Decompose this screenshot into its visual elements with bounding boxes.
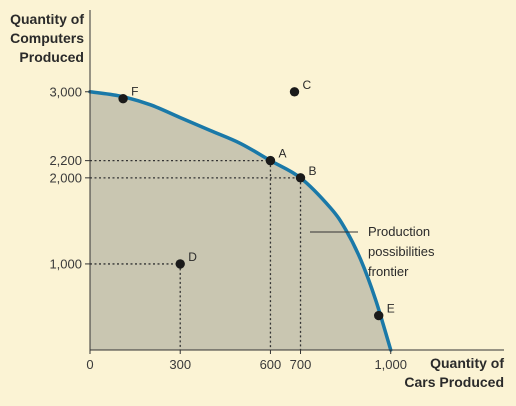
point-b — [295, 173, 306, 183]
y-tick-label-1000: 1,000 — [49, 256, 82, 271]
point-label-d: D — [188, 250, 197, 264]
x-axis-label-line-2: Cars Produced — [404, 374, 504, 390]
y-axis-label-line-3: Produced — [19, 49, 84, 65]
point-f — [118, 93, 128, 104]
feasible-region — [90, 91, 391, 350]
point-label-a: A — [278, 147, 286, 161]
point-d — [175, 259, 185, 269]
point-a — [265, 155, 276, 166]
point-label-c: C — [303, 78, 312, 92]
point-e — [374, 310, 384, 321]
frontier-annotation-line-2: possibilities — [368, 244, 435, 259]
y-tick-label-3000: 3,000 — [49, 84, 82, 99]
y-axis-label-line-1: Quantity of — [10, 11, 84, 27]
x-axis-label-line-1: Quantity of — [430, 355, 504, 371]
point-c — [289, 87, 300, 97]
y-axis-label-line-2: Computers — [10, 30, 84, 46]
y-axis-label: Quantity of Computers Produced — [4, 10, 84, 67]
point-label-b: B — [309, 164, 317, 178]
x-tick-label-0: 0 — [86, 357, 93, 372]
x-axis-label: Quantity of Cars Produced — [376, 354, 504, 392]
x-tick-label-700: 700 — [290, 357, 312, 372]
frontier-annotation-line-1: Production — [368, 224, 430, 239]
x-tick-label-1000: 1,000 — [374, 357, 407, 372]
x-tick-label-600: 600 — [260, 357, 282, 372]
frontier-annotation-line-3: frontier — [368, 264, 409, 279]
point-label-f: F — [131, 85, 138, 99]
y-tick-label-2200: 2,200 — [49, 153, 82, 168]
y-tick-label-2000: 2,000 — [49, 170, 82, 185]
point-label-e: E — [387, 302, 395, 316]
x-tick-label-300: 300 — [169, 357, 191, 372]
